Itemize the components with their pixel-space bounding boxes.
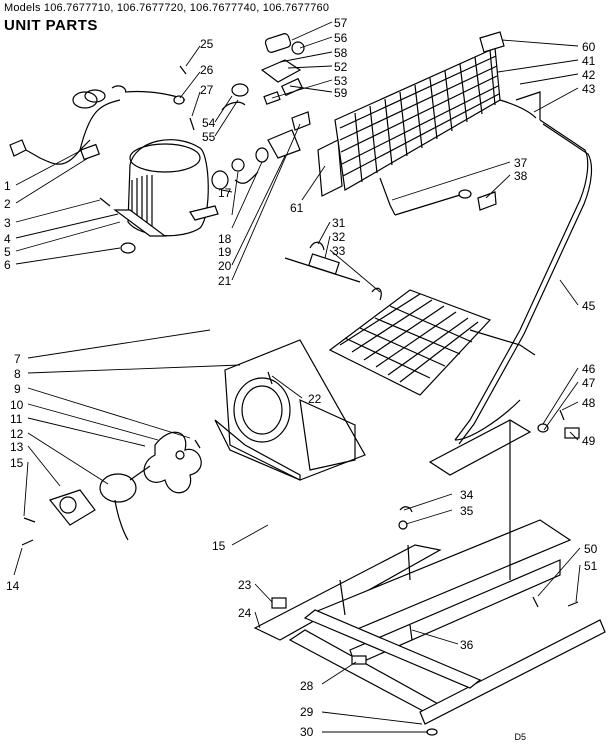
callout-19: 19 [218,245,232,259]
callout-43: 43 [582,82,596,96]
condenser-coil [317,31,541,197]
callout-26: 26 [200,63,214,77]
callout-7: 7 [14,352,21,366]
callout-59: 59 [334,86,348,100]
callout-4: 4 [4,232,11,246]
callout-31: 31 [332,216,346,230]
callout-20: 20 [218,259,232,273]
callout-10: 10 [10,398,24,412]
callout-49: 49 [582,434,596,448]
callout-22: 22 [308,392,322,406]
callout-1: 1 [4,179,11,193]
callout-23: 23 [238,578,252,592]
callout-50: 50 [584,542,598,556]
callout-38: 38 [514,169,528,183]
callout-8: 8 [14,367,21,381]
callout-48: 48 [582,396,596,410]
callout-42: 42 [582,68,596,82]
callout-41: 41 [582,54,596,68]
callout-11: 11 [10,412,23,426]
diagram-code: D5 [514,732,526,742]
callout-32: 32 [332,230,346,244]
page-title: UNIT PARTS [4,17,98,34]
callout-15a: 15 [10,456,24,470]
callout-numbers: 1 2 3 4 5 6 7 8 9 10 11 12 13 14 15 15 1… [4,16,598,739]
callout-6: 6 [4,258,11,272]
callout-18: 18 [218,232,232,246]
callout-17: 17 [218,186,232,200]
models-list: Models 106.7677710, 106.7677720, 106.767… [4,2,330,14]
callout-5: 5 [4,245,11,259]
callout-24: 24 [238,606,252,620]
callout-27: 27 [200,83,214,97]
fan-motor [21,431,202,546]
callout-33: 33 [332,244,346,258]
callout-30: 30 [300,725,314,739]
callout-3: 3 [4,216,11,230]
callout-15b: 15 [212,539,226,553]
callout-12: 12 [10,427,24,441]
drain-pan [428,409,580,580]
callout-61: 61 [290,201,304,215]
callout-29: 29 [300,705,314,719]
fan-shroud [214,339,366,481]
callout-37: 37 [514,156,528,170]
callout-53: 53 [334,74,348,88]
callout-52: 52 [334,60,348,74]
callout-45: 45 [582,299,596,313]
compressor [9,85,219,254]
evaporator [284,241,536,396]
callout-57: 57 [334,16,348,30]
callout-51: 51 [584,559,598,573]
callout-47: 47 [582,376,596,390]
base-frame [253,506,606,736]
callout-36: 36 [460,638,474,652]
callout-54: 54 [202,116,216,130]
callout-28: 28 [300,679,314,693]
callout-60: 60 [582,40,596,54]
leader-lines [13,21,581,733]
callout-56: 56 [334,31,348,45]
callout-9: 9 [14,382,21,396]
callout-2: 2 [4,197,11,211]
callout-13: 13 [10,440,24,454]
callout-21: 21 [218,274,232,288]
suction-line [454,119,593,445]
callout-58: 58 [334,46,348,60]
callout-55: 55 [202,130,216,144]
callout-34: 34 [460,488,474,502]
callout-25: 25 [200,37,214,51]
page-header: Models 106.7677710, 106.7677720, 106.767… [4,2,329,34]
relay-overload [173,33,311,190]
callout-35: 35 [460,504,474,518]
drier-assembly [379,177,497,216]
callout-46: 46 [582,362,596,376]
callout-14: 14 [6,579,20,593]
